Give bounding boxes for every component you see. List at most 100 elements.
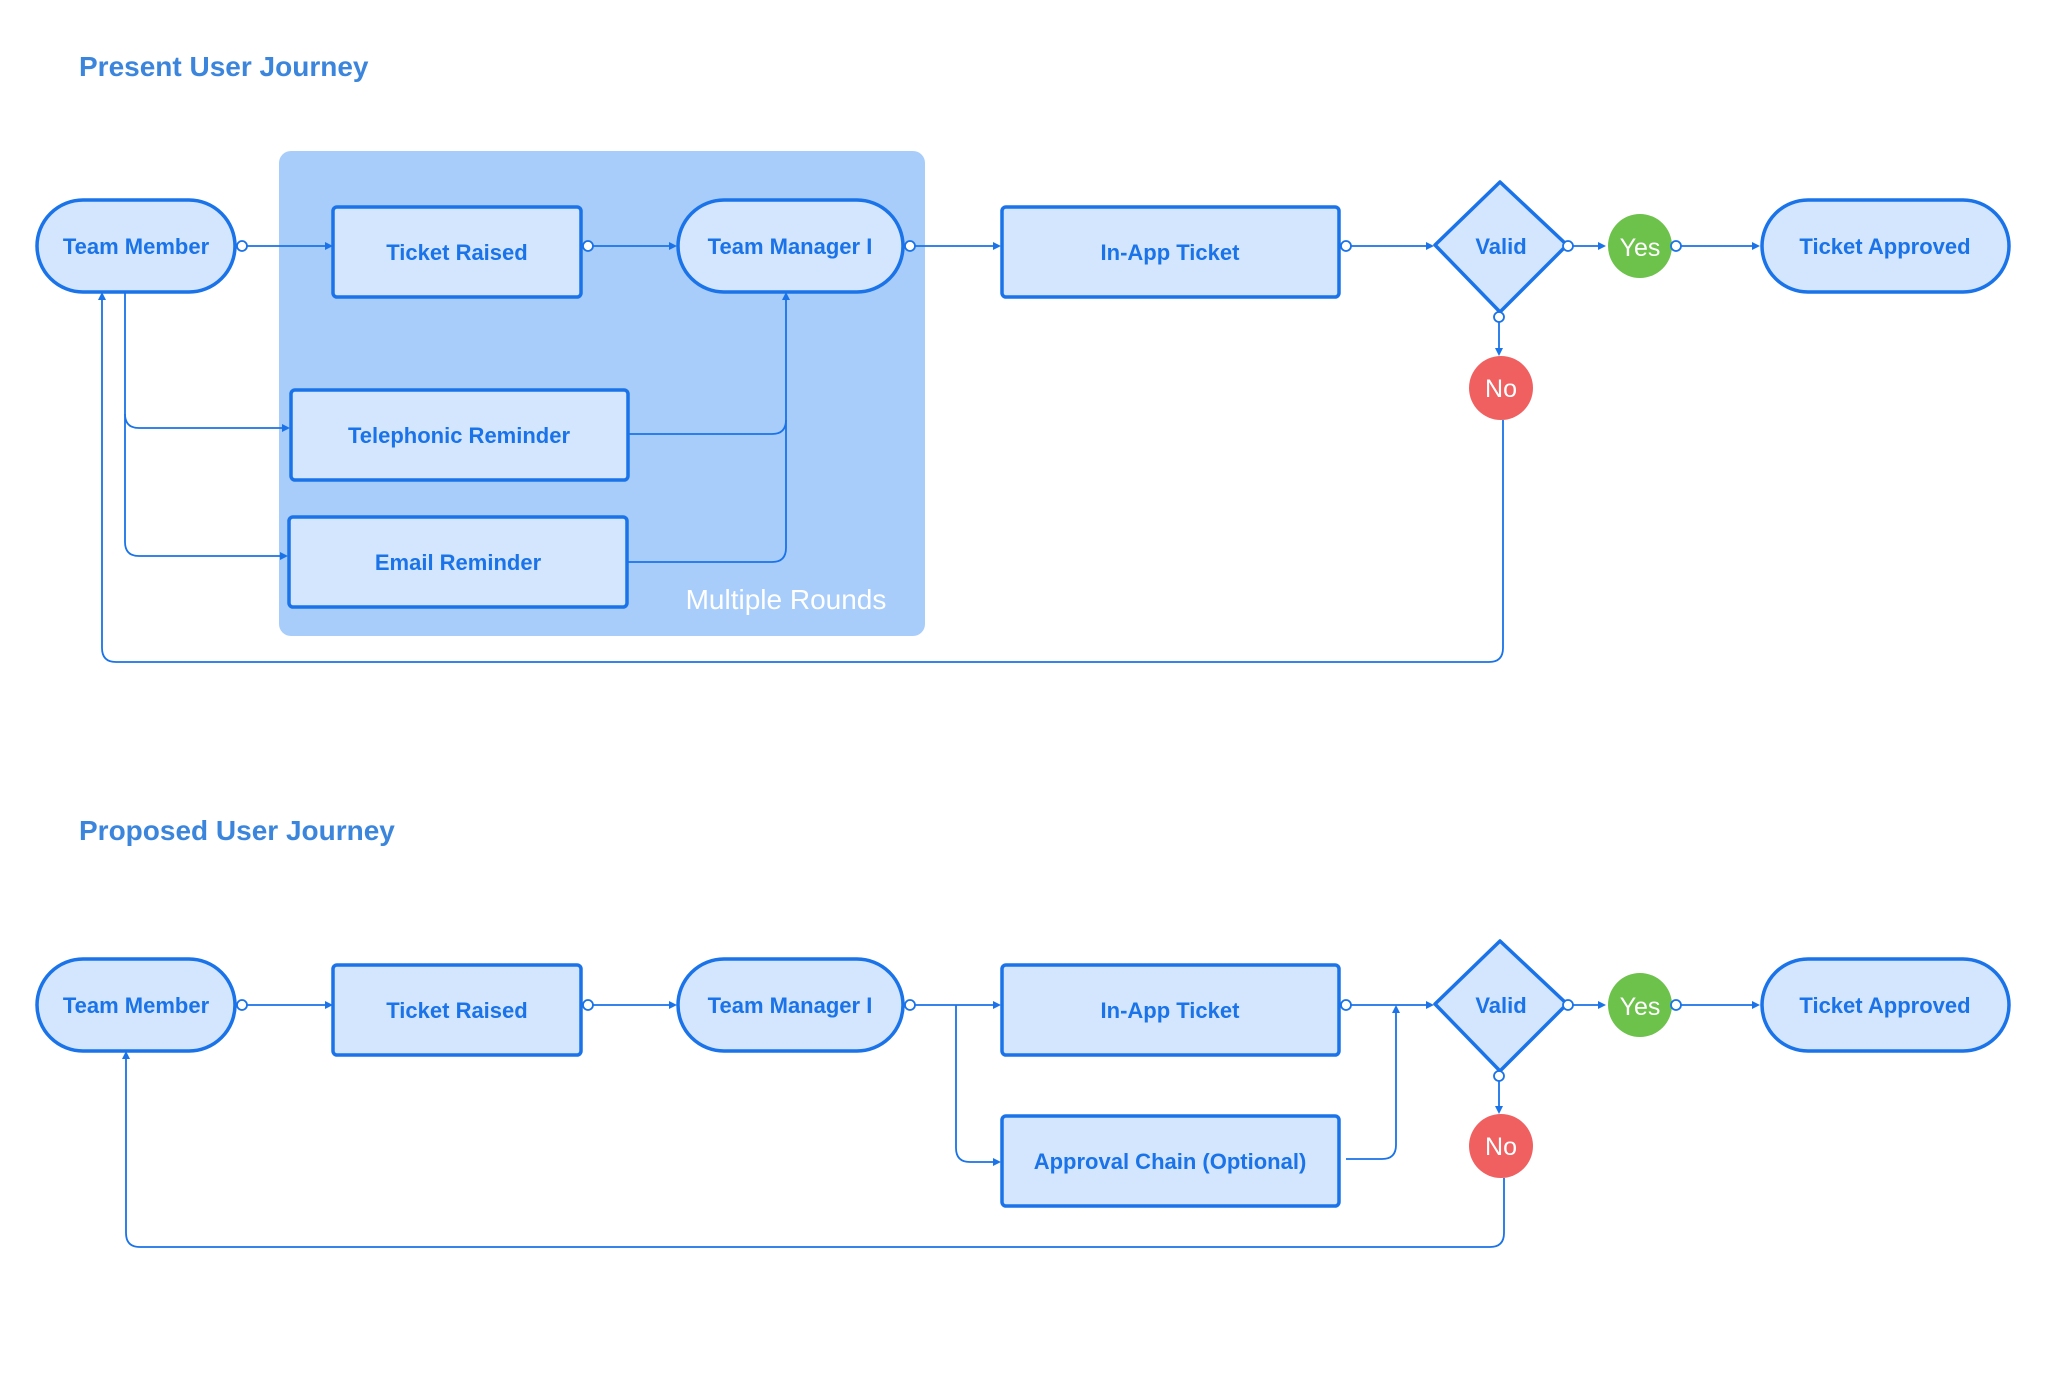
node-label: Ticket Approved bbox=[1799, 234, 1970, 259]
arrow-head bbox=[993, 1158, 1001, 1166]
terminal-shape bbox=[1760, 957, 2011, 1053]
node-label: Ticket Raised bbox=[386, 998, 527, 1023]
connector-no-back-to-member bbox=[101, 297, 1504, 663]
node-label: Valid bbox=[1475, 993, 1526, 1018]
arrow-head bbox=[280, 552, 288, 560]
connector-approval-chain-to-valid bbox=[1346, 1011, 1397, 1160]
node-label: Approval Chain (Optional) bbox=[1034, 1149, 1307, 1174]
proposed-ticket-approved-node[interactable]: Ticket Approved bbox=[1760, 957, 2011, 1053]
arrow-head bbox=[1598, 1001, 1606, 1009]
port bbox=[1562, 999, 1574, 1011]
connector-manager-to-approval-chain bbox=[955, 1005, 998, 1163]
arrow-head bbox=[1598, 242, 1606, 250]
port bbox=[1493, 1070, 1505, 1082]
node-label: In-App Ticket bbox=[1101, 240, 1241, 265]
arrow-head bbox=[122, 1051, 130, 1059]
node-label: Team Member bbox=[63, 993, 210, 1018]
proposed-yes-badge: Yes bbox=[1608, 973, 1672, 1037]
process-shape bbox=[289, 388, 630, 482]
connector-no-back-to-member bbox=[125, 1056, 1505, 1248]
present-journey-title: Present User Journey bbox=[79, 51, 369, 82]
proposed-team-member-node[interactable]: Team Member bbox=[35, 957, 237, 1053]
node-label: Team Manager I bbox=[708, 993, 873, 1018]
terminal-shape bbox=[676, 198, 905, 294]
terminal-shape bbox=[35, 957, 237, 1053]
node-label: Valid bbox=[1475, 234, 1526, 259]
arrow-head bbox=[1752, 1001, 1760, 1009]
terminal-shape bbox=[35, 198, 237, 294]
proposed-valid-decision-node[interactable]: Valid bbox=[1433, 939, 1569, 1073]
present-team-manager-node[interactable]: Team Manager I bbox=[676, 198, 905, 294]
connector-email-to-manager bbox=[627, 420, 787, 563]
port bbox=[1340, 999, 1352, 1011]
present-no-badge: No bbox=[1469, 356, 1533, 420]
port bbox=[1670, 999, 1682, 1011]
no-badge-label: No bbox=[1485, 1133, 1517, 1161]
present-in-app-ticket-node[interactable]: In-App Ticket bbox=[1000, 205, 1341, 299]
terminal-shape bbox=[1760, 198, 2011, 294]
node-label: Telephonic Reminder bbox=[348, 423, 571, 448]
process-shape bbox=[1000, 1114, 1341, 1208]
arrow-head bbox=[1495, 1106, 1503, 1114]
port bbox=[582, 999, 594, 1011]
arrow-head bbox=[1752, 242, 1760, 250]
present-telephonic-reminder-node[interactable]: Telephonic Reminder bbox=[289, 388, 630, 482]
port bbox=[582, 240, 594, 252]
port bbox=[904, 999, 916, 1011]
connector-member-to-telephonic bbox=[124, 292, 286, 429]
no-badge-circle bbox=[1469, 356, 1533, 420]
arrow-head bbox=[993, 242, 1001, 250]
port bbox=[236, 240, 248, 252]
arrow-head bbox=[782, 292, 790, 300]
node-label: Ticket Raised bbox=[386, 240, 527, 265]
proposed-in-app-ticket-node[interactable]: In-App Ticket bbox=[1000, 963, 1341, 1057]
port bbox=[1670, 240, 1682, 252]
terminal-shape bbox=[676, 957, 905, 1053]
node-label: Ticket Approved bbox=[1799, 993, 1970, 1018]
arrow-head bbox=[1495, 348, 1503, 356]
arrow-head bbox=[993, 1001, 1001, 1009]
no-badge-label: No bbox=[1485, 375, 1517, 403]
present-email-reminder-node[interactable]: Email Reminder bbox=[287, 515, 629, 609]
arrow-head bbox=[325, 242, 333, 250]
proposed-ticket-raised-node[interactable]: Ticket Raised bbox=[331, 963, 583, 1057]
process-shape bbox=[1000, 205, 1341, 299]
node-label: Team Member bbox=[63, 234, 210, 259]
arrow-head bbox=[669, 242, 677, 250]
yes-badge-circle bbox=[1608, 973, 1672, 1037]
process-shape bbox=[1000, 963, 1341, 1057]
node-label: Team Manager I bbox=[708, 234, 873, 259]
present-team-member-node[interactable]: Team Member bbox=[35, 198, 237, 294]
connector-member-to-email bbox=[124, 414, 284, 557]
present-connector-ports bbox=[236, 240, 1682, 323]
arrow-head bbox=[325, 1001, 333, 1009]
proposed-no-badge: No bbox=[1469, 1114, 1533, 1178]
port bbox=[1493, 311, 1505, 323]
yes-badge-circle bbox=[1608, 214, 1672, 278]
process-shape bbox=[331, 963, 583, 1057]
proposed-journey-title: Proposed User Journey bbox=[79, 815, 395, 846]
proposed-approval-chain-node[interactable]: Approval Chain (Optional) bbox=[1000, 1114, 1341, 1208]
node-label: In-App Ticket bbox=[1101, 998, 1241, 1023]
arrow-head bbox=[1426, 1001, 1434, 1009]
arrow-head bbox=[282, 424, 290, 432]
port bbox=[1562, 240, 1574, 252]
proposed-team-manager-node[interactable]: Team Manager I bbox=[676, 957, 905, 1053]
present-ticket-approved-node[interactable]: Ticket Approved bbox=[1760, 198, 2011, 294]
process-shape bbox=[287, 515, 629, 609]
present-valid-decision-node[interactable]: Valid bbox=[1433, 180, 1569, 314]
node-label: Email Reminder bbox=[375, 550, 542, 575]
proposed-connector-ports bbox=[236, 999, 1682, 1082]
yes-badge-label: Yes bbox=[1620, 234, 1661, 262]
arrow-head bbox=[1392, 1005, 1400, 1013]
present-ticket-raised-node[interactable]: Ticket Raised bbox=[331, 205, 583, 299]
multiple-rounds-label: Multiple Rounds bbox=[686, 584, 887, 615]
port bbox=[1340, 240, 1352, 252]
port bbox=[236, 999, 248, 1011]
present-yes-badge: Yes bbox=[1608, 214, 1672, 278]
process-shape bbox=[331, 205, 583, 299]
arrow-head bbox=[1426, 242, 1434, 250]
arrow-head bbox=[98, 292, 106, 300]
no-badge-circle bbox=[1469, 1114, 1533, 1178]
